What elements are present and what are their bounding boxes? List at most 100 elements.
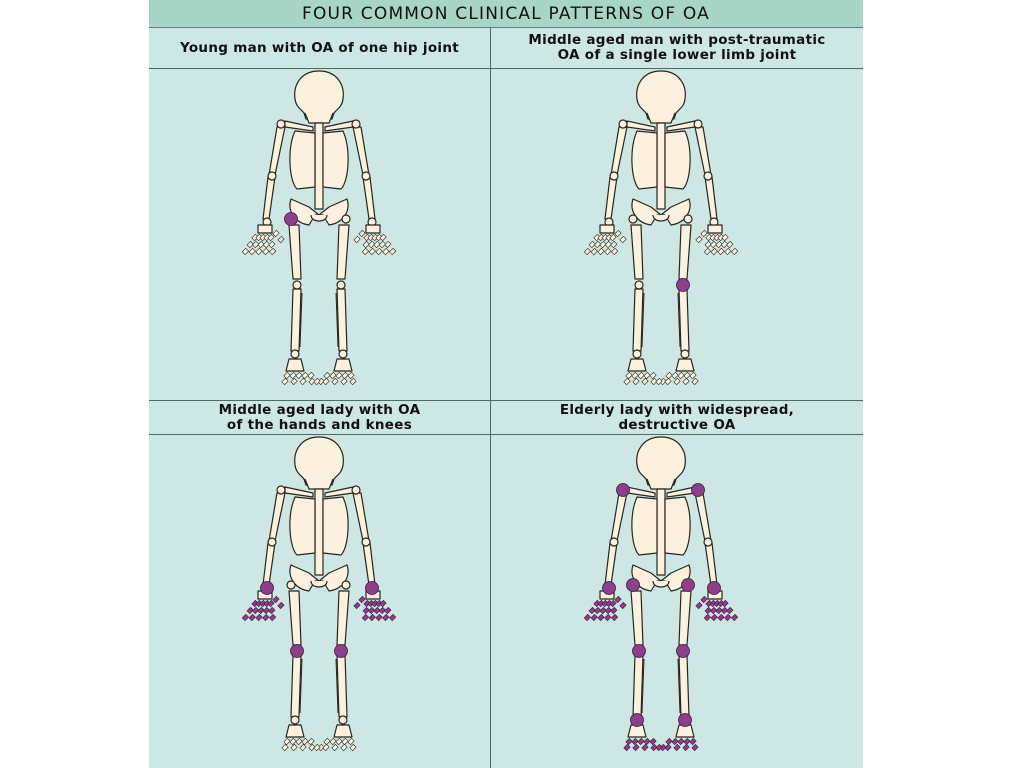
joint-shoulder-left: [693, 119, 703, 129]
hand-right-phalanx: [262, 247, 270, 256]
hand-right-thumb: [272, 229, 280, 238]
hand-right-phalanx: [604, 240, 613, 249]
hand-right-phalanx: [268, 247, 277, 256]
hand-left-thumb: [700, 595, 708, 604]
divider-vertical: [490, 28, 491, 768]
hand-left-phalanx: [720, 240, 729, 249]
hand-left-phalanx: [713, 599, 721, 608]
foot-right-toe: [649, 371, 657, 380]
foot-left-toe: [683, 737, 691, 746]
humerus-left: [694, 126, 712, 176]
foot-left-toe: [665, 371, 673, 380]
hand-left-phalanx: [709, 240, 718, 249]
ribcage-left: [322, 496, 349, 556]
hand-left-phalanx: [717, 247, 725, 256]
hand-right-phalanx: [248, 613, 256, 622]
tibia-right: [632, 654, 644, 718]
hand-right-phalanx: [251, 233, 259, 242]
tibia-right: [632, 288, 644, 352]
hand-left-phalanx: [720, 606, 729, 615]
hand-right-thumb-tip: [619, 235, 627, 244]
humerus-left: [694, 492, 712, 542]
foot-right-tarsals: [627, 358, 647, 372]
hand-left-phalanx: [388, 247, 397, 256]
hand-left-phalanx: [367, 606, 376, 615]
sacrum: [652, 580, 670, 588]
hand-left: [353, 590, 397, 622]
jaw: [646, 478, 676, 490]
hand-left-phalanx: [375, 247, 383, 256]
hand-right-thumb: [614, 229, 622, 238]
femur-right: [630, 224, 644, 280]
foot-right-toe: [623, 743, 631, 752]
hand-right-phalanx: [251, 240, 260, 249]
foot-left-toe: [323, 371, 331, 380]
foot-right-toe: [632, 377, 640, 386]
foot-right-toe: [641, 377, 649, 386]
ribcage-left: [664, 496, 691, 556]
oa-joint-hip-right: [626, 578, 640, 592]
foot-left-toe: [665, 737, 673, 746]
hand-right-phalanx: [255, 233, 263, 242]
hand-left-phalanx: [709, 606, 718, 615]
hand-left-phalanx: [375, 233, 383, 242]
humerus-left: [352, 126, 370, 176]
femur-left: [678, 224, 692, 280]
foot-left: [655, 724, 699, 752]
hand-right-thumb-tip: [277, 601, 285, 610]
hand-right-phalanx: [267, 599, 275, 608]
fibula-right: [641, 292, 645, 348]
hand-right-phalanx: [610, 240, 618, 249]
panel-caption-3: Middle aged lady with OA of the hands an…: [149, 401, 490, 434]
hand-left-phalanx: [379, 233, 387, 242]
hand-left-phalanx: [362, 240, 370, 249]
foot-right-toe: [281, 743, 289, 752]
hand-right-phalanx: [255, 247, 263, 256]
spine: [314, 122, 324, 210]
hand-left-phalanx: [363, 599, 371, 608]
hand-right-phalanx: [588, 240, 596, 249]
foot-right-toe: [299, 377, 307, 386]
foot-right-tarsals: [285, 724, 305, 738]
joint-shoulder-left: [351, 119, 361, 129]
oa-joint-shoulder-right: [616, 483, 630, 497]
hand-right-phalanx: [268, 240, 276, 249]
oa-patterns-figure: FOUR COMMON CLINICAL PATTERNS OF OA Youn…: [149, 0, 863, 768]
foot-left-toe: [331, 377, 339, 386]
fibula-left: [677, 658, 681, 714]
skeleton-body: [241, 436, 397, 752]
hand-right-phalanx: [268, 606, 276, 615]
hand-left-thumb-tip: [353, 235, 361, 244]
fibula-left: [335, 292, 339, 348]
hand-left-phalanx: [367, 233, 375, 242]
hand-right-phalanx: [583, 247, 592, 256]
foot-right-toe: [637, 371, 645, 380]
foot-left-toe: [323, 737, 331, 746]
hand-left-phalanx: [724, 247, 732, 256]
hand-right-phalanx: [597, 613, 605, 622]
hand-left-phalanx: [367, 240, 376, 249]
foot-left-toe: [671, 371, 679, 380]
sacrum: [310, 214, 328, 222]
foot-right-toe: [317, 743, 325, 752]
foot-right: [623, 358, 667, 386]
hand-right-carpals: [257, 224, 273, 234]
jaw: [646, 112, 676, 124]
skeleton-body: [583, 70, 739, 386]
foot-left: [313, 724, 357, 752]
hand-right-phalanx: [610, 606, 618, 615]
spine: [656, 488, 666, 576]
humerus-right: [610, 126, 628, 176]
hand-right-phalanx: [257, 240, 265, 249]
hand-right-phalanx: [599, 606, 607, 615]
oa-joint-wrist-left: [707, 581, 721, 595]
hand-left-phalanx: [368, 613, 376, 622]
elbow-left: [361, 537, 371, 547]
hand-left: [695, 590, 739, 622]
hand-right-phalanx: [601, 233, 609, 242]
panel-caption-1: Young man with OA of one hip joint: [149, 28, 490, 68]
hand-left-phalanx: [373, 240, 381, 249]
hand-right-phalanx: [609, 233, 617, 242]
skeleton-4: [583, 436, 739, 752]
foot-left-toe: [347, 737, 355, 746]
